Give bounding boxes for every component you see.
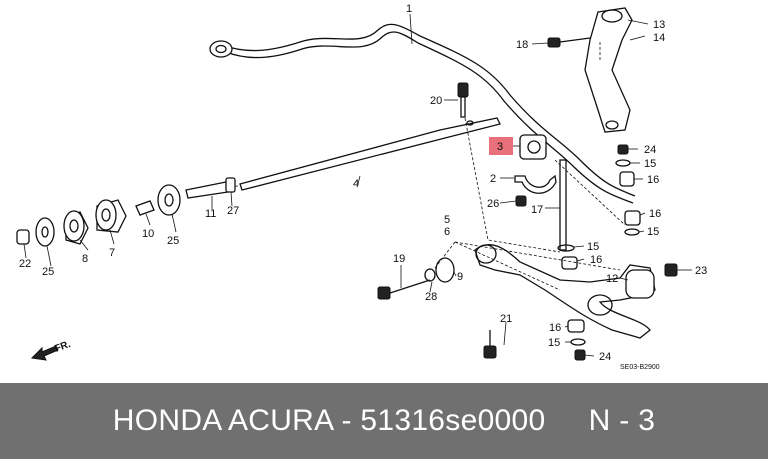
- bushing-bracket: [514, 174, 557, 207]
- right-hardware: [557, 144, 641, 270]
- stabilizer-bushing-highlighted: [489, 134, 547, 160]
- callout-1: 1: [406, 3, 412, 15]
- callout-24b: 24: [599, 351, 611, 363]
- parts-diagram: FR. 1 3 2 4 5 6 7 8 9 10 11 12 13 14 15 …: [16, 3, 707, 371]
- callout-19: 19: [393, 253, 405, 265]
- part-caption-bar: HONDA ACURA - 51316se0000 N - 3: [0, 383, 768, 459]
- callout-26: 26: [487, 198, 499, 210]
- callout-22: 22: [19, 258, 31, 270]
- lower-control-arm: [377, 244, 678, 361]
- leader-lines: [23, 13, 692, 357]
- callout-23: 23: [695, 265, 707, 277]
- callout-11: 11: [205, 208, 216, 220]
- callout-5: 5: [444, 214, 450, 226]
- callout-18: 18: [516, 39, 528, 51]
- callout-12: 12: [606, 273, 618, 285]
- callout-6: 6: [444, 226, 450, 238]
- callout-14: 14: [653, 32, 665, 44]
- callout-15b: 15: [647, 226, 659, 238]
- left-bushings: [16, 177, 236, 247]
- radius-rod: [224, 117, 501, 191]
- callout-16c: 16: [590, 254, 602, 266]
- callout-21: 21: [500, 313, 512, 325]
- part-callouts: 1 3 2 4 5 6 7 8 9 10 11 12 13 14 15 15 1…: [19, 3, 707, 371]
- callout-4: 4: [353, 178, 359, 190]
- callout-16a: 16: [647, 174, 659, 186]
- callout-25a: 25: [42, 266, 54, 278]
- callout-28: 28: [425, 291, 437, 303]
- callout-17: 17: [531, 204, 543, 216]
- callout-20: 20: [430, 95, 442, 107]
- stabilizer-bar: [209, 23, 636, 204]
- callout-16d: 16: [549, 322, 561, 334]
- callout-15a: 15: [644, 158, 656, 170]
- callout-8: 8: [82, 253, 88, 265]
- knuckle: [547, 7, 633, 133]
- callout-3: 3: [497, 141, 503, 153]
- callout-16b: 16: [649, 208, 661, 220]
- diagram-code: SE03-B2900: [620, 364, 660, 371]
- callout-10: 10: [142, 228, 154, 240]
- front-direction-indicator: FR.: [30, 339, 72, 361]
- callout-7: 7: [109, 247, 115, 259]
- callout-27: 27: [227, 205, 239, 217]
- part-caption: HONDA ACURA - 51316se0000 N - 3: [112, 404, 656, 437]
- callout-24a: 24: [644, 144, 656, 156]
- callout-15d: 15: [548, 337, 560, 349]
- front-label: FR.: [53, 339, 72, 355]
- callout-13: 13: [653, 19, 665, 31]
- bolt-20: [457, 82, 469, 118]
- callout-25b: 25: [167, 235, 179, 247]
- callout-9: 9: [457, 271, 463, 283]
- callout-15c: 15: [587, 241, 599, 253]
- callout-2: 2: [490, 173, 496, 185]
